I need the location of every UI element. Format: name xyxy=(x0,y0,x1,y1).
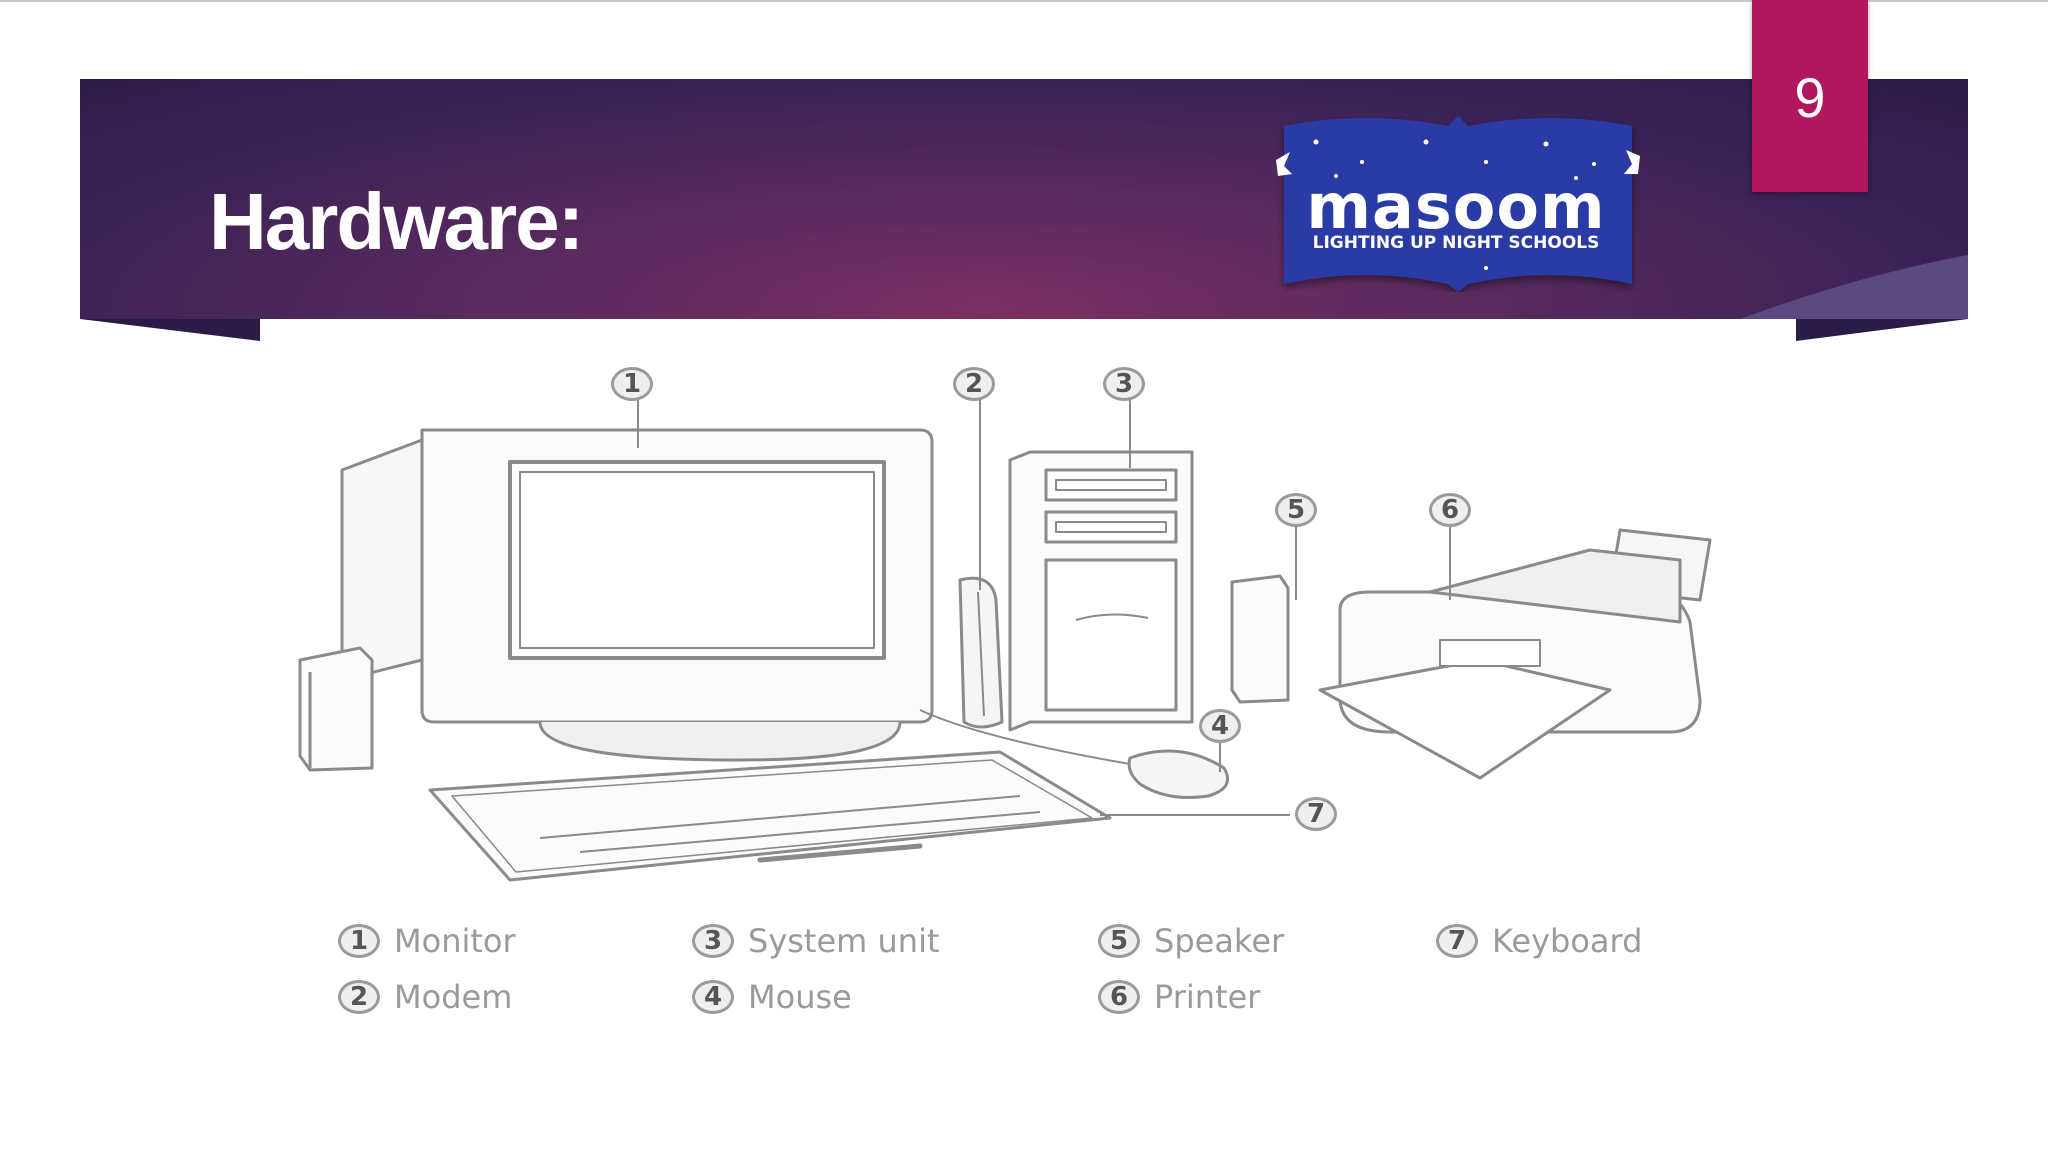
diagram-callout-3: 3 xyxy=(1103,367,1145,401)
diagram-callout-6: 6 xyxy=(1429,493,1471,527)
mouse-illustration xyxy=(919,709,1229,799)
banner-right-wedge xyxy=(1796,319,1968,341)
computer-hardware-diagram xyxy=(298,392,1712,882)
legend-label: Keyboard xyxy=(1492,922,1643,960)
page-number: 9 xyxy=(1794,65,1826,129)
diagram-callout-5: 5 xyxy=(1275,493,1317,527)
printer-illustration xyxy=(1318,528,1712,780)
legend-item-system-unit: 3 System unit xyxy=(692,922,940,960)
legend-label: System unit xyxy=(748,922,940,960)
legend-item-mouse: 4 Mouse xyxy=(692,978,852,1016)
page-number-tab: 9 xyxy=(1752,0,1868,192)
top-border-line xyxy=(0,0,2048,2)
legend-label: Printer xyxy=(1154,978,1261,1016)
legend-item-printer: 6 Printer xyxy=(1098,978,1260,1016)
banner-left-wedge xyxy=(80,319,260,341)
banner-corner-accent xyxy=(1740,255,1968,319)
modem-illustration xyxy=(958,576,1004,729)
diagram-callout-2: 2 xyxy=(953,367,995,401)
legend-item-modem: 2 Modem xyxy=(338,978,512,1016)
legend-label: Speaker xyxy=(1154,922,1285,960)
legend-label: Mouse xyxy=(748,978,852,1016)
diagram-callout-7: 7 xyxy=(1295,797,1337,831)
masoom-logo xyxy=(1276,116,1640,292)
keyboard-illustration xyxy=(428,750,1112,882)
legend-item-keyboard: 7 Keyboard xyxy=(1436,922,1642,960)
legend-label: Modem xyxy=(394,978,513,1016)
system-unit-illustration xyxy=(1008,450,1194,732)
legend-label: Monitor xyxy=(394,922,516,960)
right-speaker-illustration xyxy=(1230,574,1290,704)
slide-title: Hardware: xyxy=(209,177,584,266)
left-speaker-illustration xyxy=(298,646,374,772)
legend-item-speaker: 5 Speaker xyxy=(1098,922,1284,960)
logo-tagline: LIGHTING UP NIGHT SCHOOLS xyxy=(1312,233,1600,253)
callout-leader-lines xyxy=(637,392,1451,816)
diagram-callout-1: 1 xyxy=(611,367,653,401)
title-banner xyxy=(80,79,1968,319)
logo-wordmark: masoom xyxy=(1306,170,1606,243)
legend-item-monitor: 1 Monitor xyxy=(338,922,516,960)
monitor-illustration xyxy=(340,428,934,762)
diagram-callout-4: 4 xyxy=(1199,709,1241,743)
